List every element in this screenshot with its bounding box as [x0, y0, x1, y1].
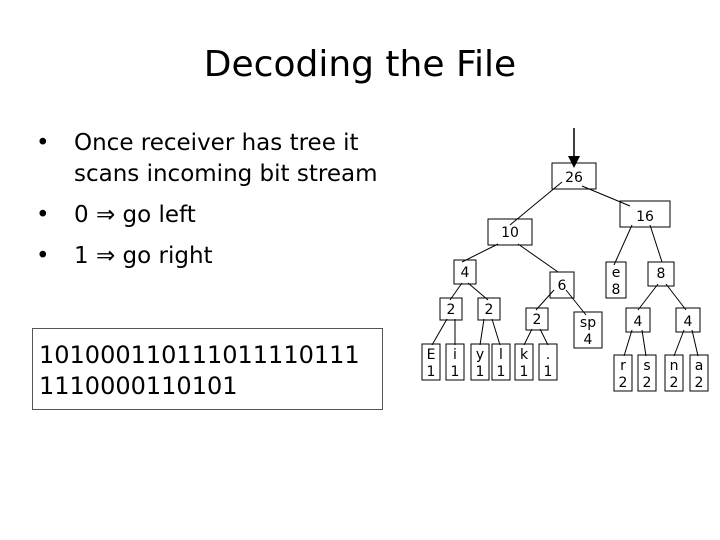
- edge: [467, 282, 489, 301]
- node-value: 2: [447, 302, 456, 318]
- tree-node: [487, 218, 533, 246]
- leaf-node: k 1: [514, 343, 534, 381]
- leaf-count: 1: [497, 364, 506, 380]
- bullet-marker: •: [36, 243, 50, 269]
- node-value: 26: [565, 170, 583, 186]
- bitstream-box: 101000110111011110111 1110000110101: [32, 328, 383, 410]
- leaf-count: 2: [670, 375, 679, 391]
- leaf-node: y 1: [470, 343, 490, 381]
- node-value: 8: [657, 266, 666, 282]
- tree-node: [647, 261, 675, 287]
- leaf-node: a 2: [689, 354, 709, 392]
- leaf-nodes: E 1 i 1 y 1 l 1 k 1 . 1 sp: [421, 261, 709, 392]
- leaf-count: 4: [584, 332, 593, 348]
- bullet-marker: •: [36, 130, 50, 156]
- tree-node: [525, 307, 549, 331]
- edge: [637, 283, 659, 311]
- bitstream-line: 1110000110101: [39, 372, 238, 400]
- bullet-text: 0 ⇒ go left: [74, 202, 196, 228]
- leaf-char: sp: [580, 315, 596, 331]
- leaf-count: 1: [476, 364, 485, 380]
- tree-node: [619, 200, 671, 228]
- leaf-node: E 1: [421, 343, 441, 381]
- leaf-count: 2: [695, 375, 704, 391]
- edge: [431, 318, 448, 346]
- edge: [539, 328, 549, 346]
- edge: [523, 328, 533, 346]
- tree-node: [625, 307, 651, 333]
- edge: [461, 243, 499, 263]
- leaf-count: 1: [544, 364, 553, 380]
- leaf-char: n: [670, 358, 679, 374]
- leaf-char: e: [612, 265, 621, 281]
- leaf-char: .: [546, 347, 550, 363]
- edge: [479, 318, 485, 346]
- edge: [491, 318, 501, 346]
- leaf-node: . 1: [538, 343, 558, 381]
- leaf-node: s 2: [637, 354, 657, 392]
- edge: [641, 329, 647, 357]
- edge: [673, 329, 685, 357]
- edge: [449, 282, 463, 301]
- bitstream-line: 101000110111011110111: [39, 341, 360, 369]
- bullet-item: • 1 ⇒ go right: [36, 241, 396, 272]
- node-value: 16: [636, 209, 654, 225]
- internal-nodes: 26 10 16 4 6 8 2 2 2 4 4: [439, 162, 701, 333]
- node-value: 6: [558, 278, 567, 294]
- leaf-node: r 2: [613, 354, 633, 392]
- tree-node: [453, 259, 477, 285]
- node-value: 4: [461, 265, 470, 281]
- edge: [517, 243, 559, 273]
- slide-title: Decoding the File: [203, 44, 517, 85]
- tree-node: [675, 307, 701, 333]
- leaf-node: e 8: [605, 261, 627, 299]
- edge: [535, 289, 555, 311]
- leaf-count: 1: [451, 364, 460, 380]
- leaf-count: 1: [520, 364, 529, 380]
- bullet-text: 1 ⇒ go right: [74, 243, 213, 269]
- tree-node: [549, 271, 575, 299]
- tree-node: [477, 297, 501, 321]
- bullet-marker: •: [36, 202, 50, 228]
- node-value: 10: [501, 225, 519, 241]
- edge: [691, 329, 699, 357]
- leaf-node: l 1: [491, 343, 511, 381]
- leaf-count: 8: [612, 282, 621, 298]
- tree-node: [439, 297, 463, 321]
- bullet-text: Once receiver has tree it scans incoming…: [74, 130, 378, 187]
- bullet-item: • Once receiver has tree it scans incomi…: [36, 128, 396, 190]
- leaf-char: l: [499, 347, 503, 363]
- tree-edges: [431, 181, 699, 357]
- node-value: 2: [485, 302, 494, 318]
- edge: [565, 289, 587, 316]
- leaf-node: i 1: [445, 343, 465, 381]
- leaf-char: y: [476, 347, 484, 363]
- leaf-node: n 2: [664, 354, 684, 392]
- bullet-item: • 0 ⇒ go left: [36, 200, 396, 231]
- leaf-node: sp 4: [573, 311, 603, 349]
- edge: [665, 283, 687, 311]
- edge: [613, 224, 633, 266]
- leaf-char: k: [520, 347, 529, 363]
- leaf-char: a: [695, 358, 704, 374]
- node-value: 2: [533, 312, 542, 328]
- leaf-char: E: [427, 347, 436, 363]
- edge: [623, 329, 633, 357]
- leaf-count: 2: [619, 375, 628, 391]
- node-value: 4: [634, 314, 643, 330]
- leaf-count: 1: [427, 364, 436, 380]
- leaf-char: i: [453, 347, 457, 363]
- tree-node: [551, 162, 597, 190]
- bullet-list: • Once receiver has tree it scans incomi…: [36, 128, 396, 282]
- leaf-char: r: [620, 358, 626, 374]
- leaf-count: 2: [643, 375, 652, 391]
- node-value: 4: [684, 314, 693, 330]
- edge: [649, 224, 663, 263]
- leaf-char: s: [643, 358, 650, 374]
